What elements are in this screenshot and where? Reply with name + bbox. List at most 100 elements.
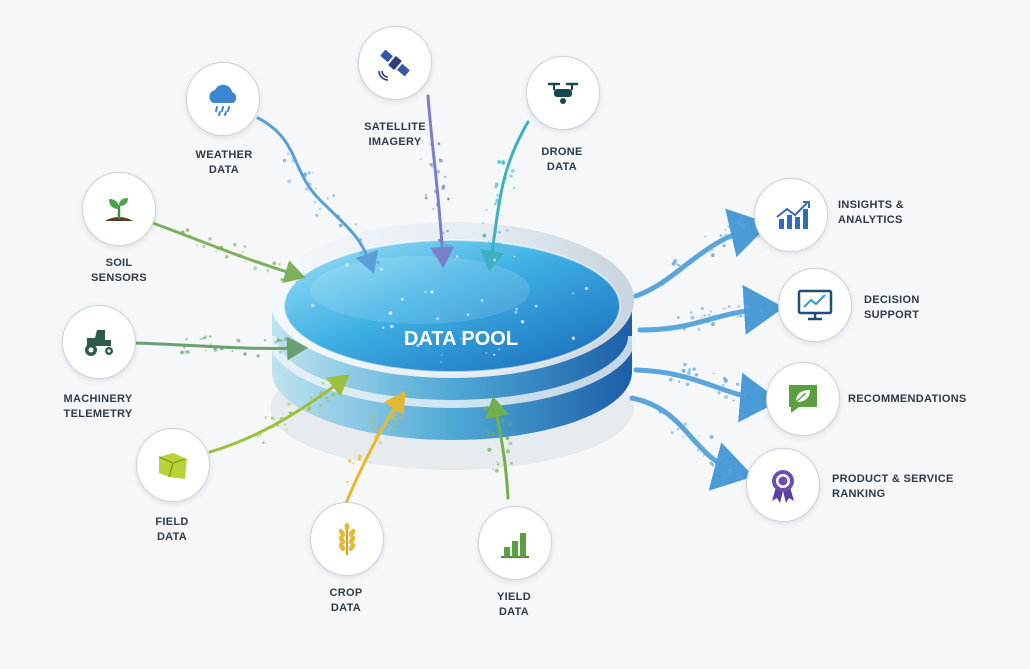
particle-dot: [724, 475, 727, 477]
particle-dot: [487, 240, 490, 243]
particle-dot: [693, 379, 696, 382]
water-sparkle: [571, 336, 576, 340]
particle-dot: [707, 454, 711, 458]
field-map-icon: [158, 453, 187, 479]
recommendations-flow: [633, 367, 780, 423]
drone-node[interactable]: [526, 56, 600, 130]
particle-dot: [713, 242, 716, 245]
recommendations-node[interactable]: [766, 362, 840, 436]
yield-node[interactable]: [478, 506, 552, 580]
water-sparkle: [485, 352, 488, 354]
particle-dot: [712, 372, 715, 375]
particle-dot: [496, 461, 499, 463]
insights-node[interactable]: [754, 178, 828, 252]
particle-dot: [688, 368, 692, 372]
particle-dot: [291, 158, 296, 163]
water-sparkle: [416, 343, 420, 348]
particle-dot: [307, 182, 312, 187]
particle-dot: [497, 159, 502, 164]
particle-dot: [670, 431, 674, 435]
weather-flow: [256, 116, 379, 274]
particle-dot: [373, 426, 377, 430]
weather-node[interactable]: [186, 62, 260, 136]
bar-chart-icon: [501, 533, 529, 558]
particle-dot: [727, 459, 731, 464]
particle-dot: [496, 193, 500, 197]
particle-dot: [483, 406, 488, 411]
particle-dot: [263, 339, 266, 342]
particle-dot: [726, 458, 728, 461]
particle-dot: [256, 435, 259, 438]
particle-dot: [213, 347, 217, 351]
satellite-icon: [378, 49, 410, 81]
satellite-node[interactable]: [358, 26, 432, 100]
particle-dot: [503, 176, 507, 180]
ranking-flow: [629, 395, 754, 491]
particle-dot: [236, 253, 241, 258]
particle-dot: [694, 373, 699, 377]
particle-dot: [318, 207, 322, 210]
particle-dot: [698, 381, 700, 383]
crop-node[interactable]: [310, 502, 384, 576]
particle-dot: [203, 335, 208, 340]
particle-dot: [287, 179, 292, 184]
particle-dot: [486, 428, 491, 433]
outflow-lines: [629, 208, 784, 491]
particle-dot: [500, 418, 505, 423]
particle-dot: [183, 346, 186, 349]
particle-dot: [698, 434, 701, 437]
particle-dot: [761, 300, 763, 303]
particle-dot: [706, 320, 710, 324]
particle-dot: [508, 441, 513, 446]
particle-dot: [310, 396, 313, 399]
particle-dot: [687, 371, 692, 375]
particle-dot: [432, 208, 435, 210]
satellite-flow: [426, 94, 455, 268]
particle-dot: [724, 228, 727, 231]
particle-dot: [508, 422, 512, 426]
soil-node[interactable]: [82, 172, 156, 246]
particle-dot: [320, 200, 323, 203]
particle-dot: [743, 393, 747, 397]
particle-dot: [690, 311, 693, 314]
water-sparkle: [400, 297, 404, 301]
water-sparkle: [311, 303, 315, 308]
particle-dot: [392, 413, 395, 416]
field-node[interactable]: [136, 428, 210, 502]
particle-dot: [720, 240, 724, 243]
particle-dot: [371, 414, 375, 418]
machinery-node[interactable]: [62, 305, 136, 379]
particle-dot: [185, 228, 190, 232]
decision-flow: [637, 284, 784, 335]
particle-dot: [482, 233, 487, 238]
particle-dot: [666, 414, 669, 417]
particle-dot: [359, 238, 363, 242]
particle-dot: [369, 419, 374, 424]
particle-dot: [204, 349, 207, 352]
particle-dot: [379, 429, 384, 433]
water-sparkle: [520, 320, 525, 324]
particle-dot: [389, 425, 392, 429]
particle-dot: [739, 314, 743, 318]
ranking-node[interactable]: [746, 448, 820, 522]
particle-dot: [420, 139, 423, 142]
particle-dot: [736, 315, 740, 318]
particle-dot: [717, 391, 721, 395]
particle-dot: [292, 266, 295, 269]
particle-dot: [270, 416, 274, 420]
particle-dot: [282, 158, 287, 163]
particle-dot: [675, 372, 678, 375]
particle-dot: [498, 203, 501, 207]
particle-dot: [352, 461, 356, 465]
particle-dot: [438, 158, 441, 161]
particle-dot: [713, 314, 715, 317]
particle-dot: [437, 238, 442, 242]
particle-dot: [243, 245, 247, 248]
decision-node[interactable]: [778, 268, 852, 342]
water-sparkle: [493, 353, 496, 356]
particle-dot: [723, 307, 726, 310]
